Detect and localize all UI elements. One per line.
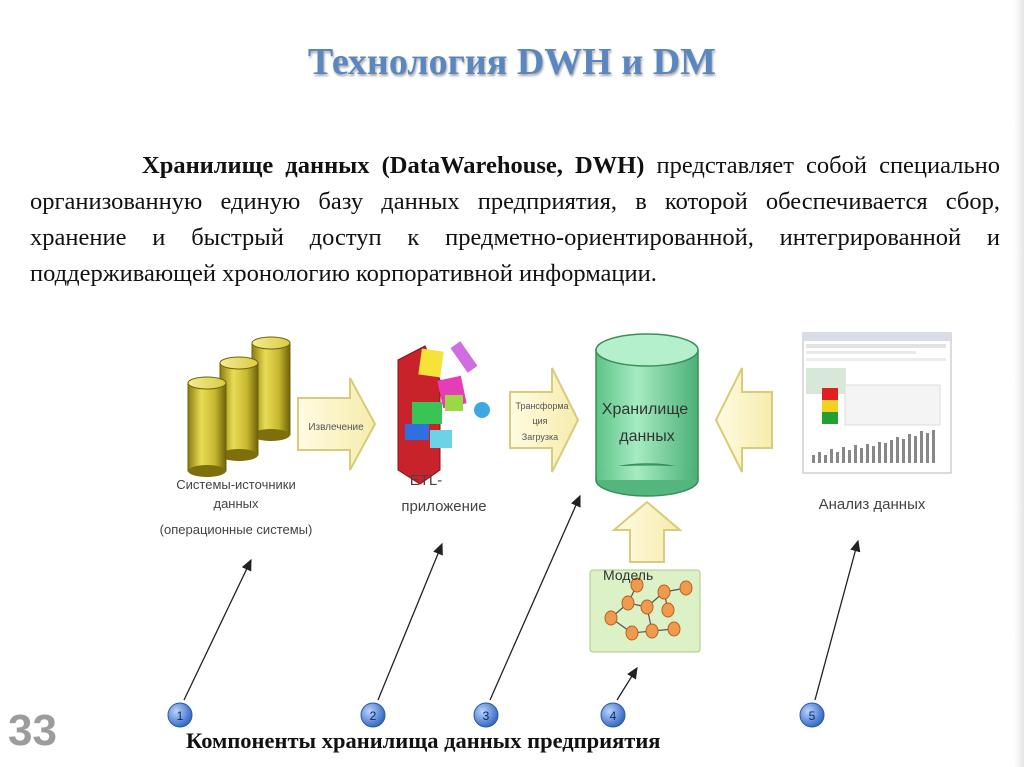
marker-4: 4 <box>600 702 626 728</box>
definition-text: представляет собой специально организова… <box>30 152 1001 287</box>
extraction-arrow-label: Извлечение <box>308 422 364 433</box>
transform-label-line-2: ция <box>532 416 547 426</box>
definition-paragraph: Хранилище данных (DataWarehouse, DWH) пр… <box>30 148 1000 292</box>
sources-label-line-1: Системы-источники <box>176 477 295 492</box>
pointer-lines <box>183 494 861 701</box>
marker-3-label: 3 <box>483 709 490 723</box>
etl-label-line-1: ETL- <box>410 472 443 489</box>
transform-label-line-1: Трансформа <box>515 401 568 411</box>
analysis-arrow-icon <box>714 367 773 473</box>
marker-3: 3 <box>473 702 499 728</box>
warehouse-label-line-1: Хранилище <box>602 401 689 418</box>
definition-term: Хранилище данных (DataWarehouse, DWH) <box>142 152 645 179</box>
data-warehouse-cylinder-icon <box>595 333 699 497</box>
marker-4-label: 4 <box>610 709 617 723</box>
slide-title: Технология DWH и DM <box>307 41 717 83</box>
dwh-components-diagram: Системы-источники данных (операционные с… <box>160 332 952 728</box>
model-label: Модель <box>603 567 653 583</box>
marker-1-label: 1 <box>177 709 184 723</box>
marker-2-label: 2 <box>370 709 377 723</box>
diagram-caption: Компоненты хранилища данных предприятия <box>186 728 661 753</box>
marker-1: 1 <box>167 702 193 728</box>
extraction-arrow-icon <box>297 377 377 471</box>
page-edge-shadow <box>1014 0 1024 767</box>
etl-application-icon <box>397 341 490 485</box>
source-systems-cylinders-icon <box>187 336 291 477</box>
data-analysis-screenshot-icon <box>802 332 952 474</box>
etl-label-line-2: приложение <box>401 498 486 515</box>
model-graph-icon <box>589 569 701 653</box>
marker-5: 5 <box>799 702 825 728</box>
sources-label-line-2: данных <box>213 496 259 511</box>
sources-label-line-3: (операционные системы) <box>160 522 313 537</box>
analysis-label: Анализ данных <box>819 496 926 513</box>
model-up-arrow-icon <box>611 500 683 563</box>
cylinder-front <box>187 376 227 477</box>
marker-2: 2 <box>360 702 386 728</box>
transform-label-line-3: Загрузка <box>522 432 558 442</box>
transform-load-arrow-icon <box>509 367 580 473</box>
slide-number: 33 <box>8 706 57 755</box>
marker-5-label: 5 <box>809 709 816 723</box>
warehouse-label-line-2: данных <box>619 428 674 445</box>
